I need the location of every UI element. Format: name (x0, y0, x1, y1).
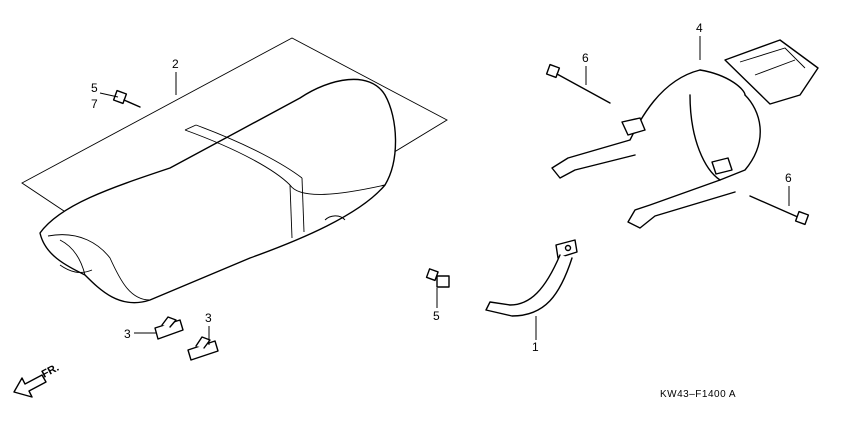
carrier-bolt-right (749, 195, 810, 226)
callout-carrier: 4 (696, 21, 703, 35)
seat-rubber-right (187, 336, 219, 361)
rear-bracket (485, 239, 578, 317)
seat (39, 78, 397, 304)
front-arrow-icon: FR. (13, 362, 61, 398)
leader-seat-bolt (99, 92, 119, 98)
front-arrow-label: FR. (40, 362, 61, 381)
callout-carrier-bolt-right: 6 (785, 171, 792, 185)
callout-rubber-right: 3 (205, 311, 212, 325)
carrier-bolt-top (545, 63, 611, 104)
callout-seat: 2 (172, 57, 179, 71)
callout-carrier-bolt-top: 6 (582, 51, 589, 65)
callout-seat-bolt-b: 7 (91, 97, 98, 111)
bracket-bolt (425, 268, 450, 288)
seat-rubber-left (154, 316, 184, 340)
callout-rear-bracket: 1 (532, 340, 539, 354)
seat-bolt (112, 89, 141, 108)
callout-seat-bolt-a: 5 (91, 81, 98, 95)
carrier (551, 39, 819, 229)
callout-bracket-bolt: 5 (433, 309, 440, 323)
diagram-code: KW43–F1400 A (660, 389, 736, 400)
callout-rubber-left: 3 (124, 327, 131, 341)
